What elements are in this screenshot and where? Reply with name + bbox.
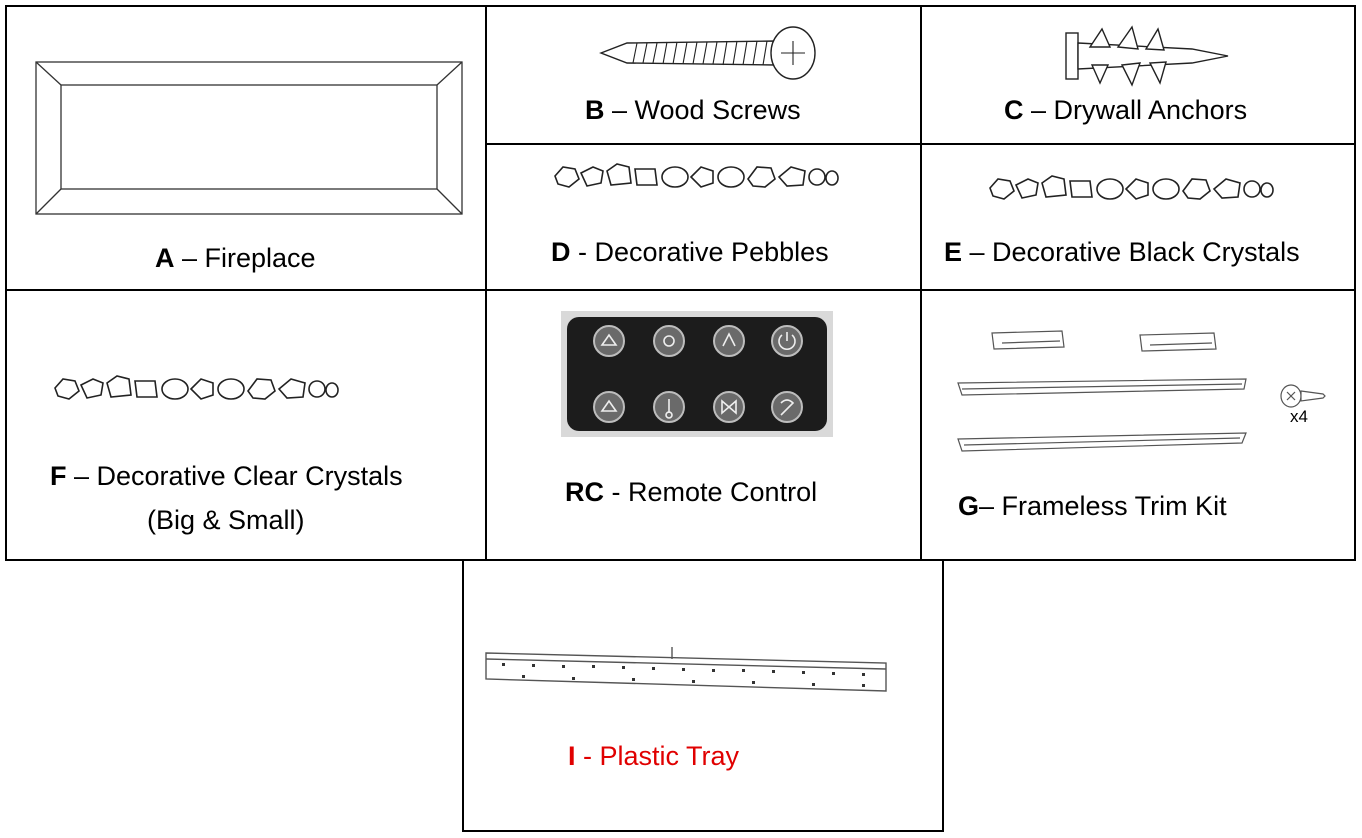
part-label-trim-kit: G– Frameless Trim Kit bbox=[958, 491, 1227, 521]
trim-screw-icon bbox=[1280, 384, 1326, 408]
remote-control-illustration bbox=[561, 311, 833, 437]
part-label-pebbles: D - Decorative Pebbles bbox=[551, 237, 829, 267]
part-cell-black-crystals: E – Decorative Black Crystals bbox=[920, 143, 1356, 291]
plastic-tray-illustration bbox=[485, 647, 887, 692]
part-cell-pebbles: D - Decorative Pebbles bbox=[485, 143, 922, 291]
part-label-black-crystals: E – Decorative Black Crystals bbox=[944, 237, 1300, 267]
part-label-wood-screws: B – Wood Screws bbox=[585, 95, 801, 125]
black-crystals-illustration bbox=[989, 175, 1274, 200]
trim-kit-illustration bbox=[957, 330, 1247, 452]
part-cell-wood-screws: B – Wood Screws bbox=[485, 5, 922, 145]
pebbles-illustration bbox=[554, 163, 839, 188]
part-label-clear-crystals: F – Decorative Clear Crystals bbox=[50, 461, 403, 491]
trim-screw-quantity: x4 bbox=[1290, 407, 1308, 426]
drywall-anchor-icon bbox=[1065, 25, 1229, 87]
part-label-drywall-anchors: C – Drywall Anchors bbox=[1004, 95, 1248, 125]
part-label-remote-control: RC - Remote Control bbox=[565, 477, 818, 507]
part-label-fireplace: A – Fireplace bbox=[155, 243, 316, 273]
part-cell-remote-control: RC - Remote Control bbox=[485, 289, 922, 561]
part-label-plastic-tray: I - Plastic Tray bbox=[568, 741, 740, 771]
part-cell-clear-crystals: F – Decorative Clear Crystals (Big & Sma… bbox=[5, 289, 487, 561]
fireplace-illustration bbox=[35, 61, 463, 215]
part-label-clear-crystals-line2: (Big & Small) bbox=[147, 505, 305, 535]
part-cell-fireplace: A – Fireplace bbox=[5, 5, 487, 291]
part-cell-drywall-anchors: C – Drywall Anchors bbox=[920, 5, 1356, 145]
clear-crystals-illustration bbox=[54, 375, 339, 400]
part-cell-trim-kit: x4 G– Frameless Trim Kit bbox=[920, 289, 1356, 561]
part-cell-plastic-tray: I - Plastic Tray bbox=[462, 559, 944, 832]
wood-screw-icon bbox=[599, 26, 816, 80]
